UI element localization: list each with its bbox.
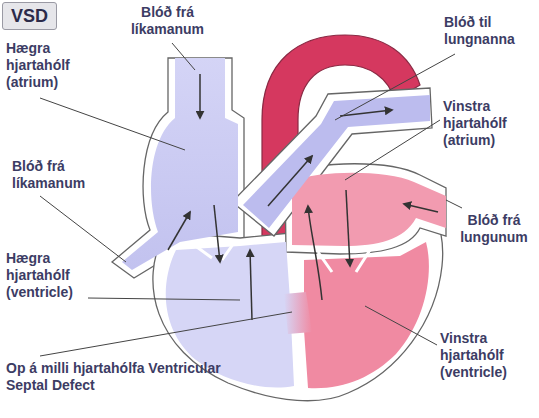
title-box: VSD [2, 2, 57, 30]
right-atrium [122, 58, 238, 270]
leader-lines [40, 43, 462, 356]
label-box: Vinstra hjartahólf (atrium) [443, 98, 535, 149]
label-box: Hægra hjartahólf (atrium) [6, 40, 91, 91]
pulmonary-artery [243, 95, 430, 228]
part-label: Blóð frá lungunum [452, 212, 536, 246]
label-box: Blóð frá líkamanum [12, 158, 107, 192]
part-label: Blóð frá líkamanum [120, 4, 215, 38]
part-label: Op á milli hjartahólfa Ventricular Septa… [6, 360, 221, 394]
part-label: Hægra hjartahólf (ventricle) [6, 250, 96, 301]
valves [190, 240, 370, 272]
label-box: Hægra hjartahólf (ventricle) [6, 250, 96, 301]
part-label: Blóð frá líkamanum [12, 158, 107, 192]
part-label: Hægra hjartahólf (atrium) [6, 40, 91, 91]
left-ventricle [304, 242, 429, 388]
label-box: Blóð frá lungunum [452, 212, 536, 246]
part-label: Vinstra hjartahólf (ventricle) [440, 330, 535, 381]
title: VSD [11, 5, 48, 27]
label-box: Blóð til lungnanna [444, 14, 536, 48]
flow-arrows [168, 74, 438, 320]
label-box: Blóð frá líkamanum [120, 4, 215, 38]
part-label: Vinstra hjartahólf (atrium) [443, 98, 535, 149]
part-label: Blóð til lungnanna [444, 14, 536, 48]
label-box: Vinstra hjartahólf (ventricle) [440, 330, 535, 381]
left-atrium [292, 173, 446, 246]
left-atrium-wall [285, 164, 446, 254]
label-box: Op á milli hjartahólfa Ventricular Septa… [6, 360, 221, 394]
